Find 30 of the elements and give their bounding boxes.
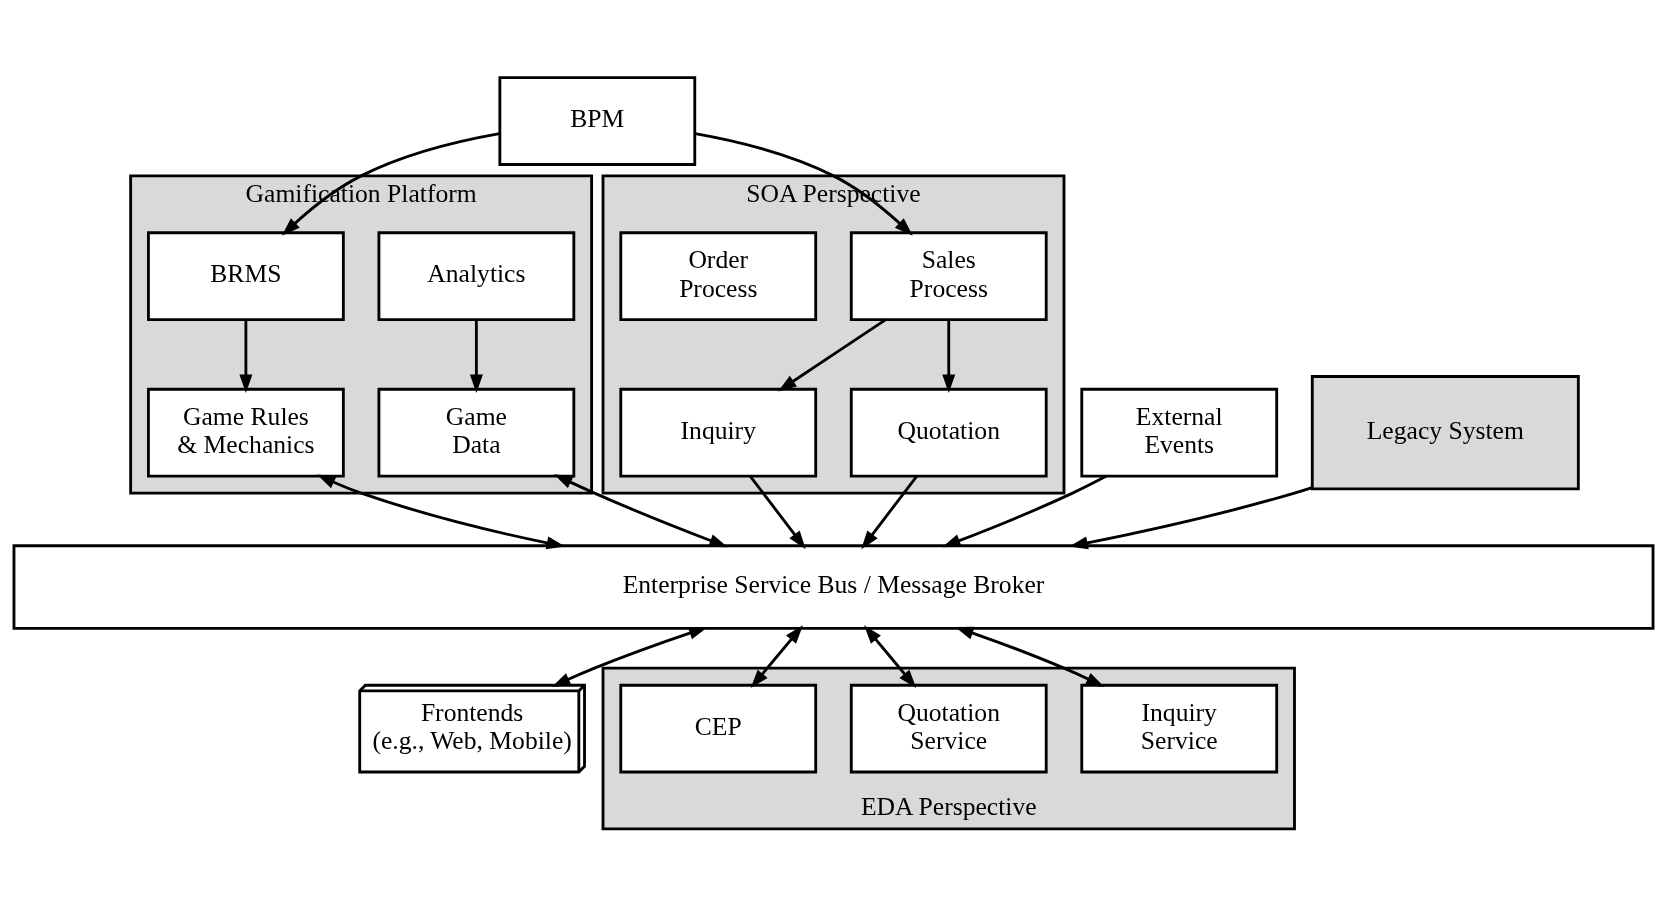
arrow — [861, 475, 918, 550]
arrow — [955, 626, 1105, 687]
arrow — [553, 474, 728, 548]
node-box: External Events — [1080, 387, 1279, 478]
node-box: Game Rules & Mechanics — [147, 387, 345, 478]
node-box: Enterprise Service Bus / Message Broker — [12, 544, 1655, 630]
arrow — [469, 319, 483, 394]
node-box: Inquiry — [619, 387, 818, 478]
arrow — [749, 475, 806, 550]
arrow — [942, 474, 1108, 548]
arrow — [239, 319, 253, 394]
arrow — [1069, 486, 1313, 550]
arrow — [942, 319, 956, 394]
arrow — [750, 625, 803, 689]
node-box: CEP — [619, 683, 818, 774]
node-box: Order Process — [619, 231, 818, 321]
arrow — [694, 132, 913, 236]
node-box: Sales Process — [849, 231, 1048, 321]
arrow — [551, 626, 708, 687]
node-box: BPM — [498, 76, 697, 166]
arrow — [777, 318, 887, 392]
node-box: Quotation Service — [849, 683, 1048, 774]
arrow — [864, 625, 917, 689]
node-box: Quotation — [849, 387, 1048, 478]
node-box: BRMS — [147, 231, 345, 321]
node-box: Analytics — [377, 231, 576, 321]
node-box: Legacy System — [1310, 375, 1580, 491]
node-box: Game Data — [377, 387, 576, 478]
arrow — [316, 474, 566, 550]
node-box: Inquiry Service — [1080, 683, 1279, 774]
